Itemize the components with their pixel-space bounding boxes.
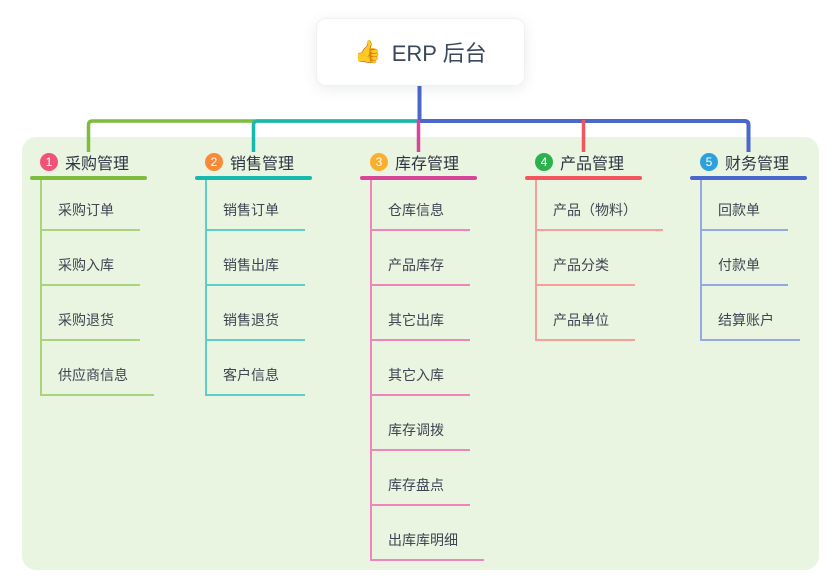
branch-number-badge: 3: [370, 153, 388, 171]
branch-title-node[interactable]: 1 采购管理: [40, 152, 210, 173]
child-node[interactable]: 产品分类: [537, 231, 635, 286]
branch-title-label: 产品管理: [560, 156, 625, 173]
thumbs-up-icon: 👍: [354, 39, 382, 64]
child-node[interactable]: 销售出库: [207, 231, 305, 286]
branch-5: 5 财务管理回款单付款单结算账户: [690, 152, 839, 341]
branch-title-underline: [360, 176, 477, 180]
child-node[interactable]: 其它出库: [372, 286, 470, 341]
branch-children: 销售订单销售出库销售退货客户信息: [205, 180, 375, 396]
branch-title-node[interactable]: 4 产品管理: [535, 152, 705, 173]
branch-title-label: 库存管理: [395, 156, 460, 173]
root-node[interactable]: 👍 ERP 后台: [316, 18, 525, 86]
branch-number-badge: 1: [40, 153, 58, 171]
child-node[interactable]: 客户信息: [207, 341, 305, 396]
branch-title-node[interactable]: 2 销售管理: [205, 152, 375, 173]
branch-children: 产品（物料）产品分类产品单位: [535, 180, 705, 341]
child-node[interactable]: 库存盘点: [372, 451, 470, 506]
child-node[interactable]: 结算账户: [702, 286, 800, 341]
branch-children: 回款单付款单结算账户: [700, 180, 839, 341]
branch-number-badge: 4: [535, 153, 553, 171]
branch-1: 1 采购管理采购订单采购入库采购退货供应商信息: [30, 152, 210, 396]
branch-number-badge: 5: [700, 153, 718, 171]
branch-title-label: 财务管理: [725, 156, 790, 173]
child-node[interactable]: 库存调拨: [372, 396, 470, 451]
child-node[interactable]: 仓库信息: [372, 180, 470, 231]
child-node[interactable]: 采购入库: [42, 231, 140, 286]
branch-children: 采购订单采购入库采购退货供应商信息: [40, 180, 210, 396]
child-node[interactable]: 产品库存: [372, 231, 470, 286]
child-node[interactable]: 产品单位: [537, 286, 635, 341]
branch-title-node[interactable]: 5 财务管理: [700, 152, 839, 173]
child-node[interactable]: 产品（物料）: [537, 180, 663, 231]
branch-title-underline: [690, 176, 807, 180]
branch-title-label: 采购管理: [65, 156, 130, 173]
child-node[interactable]: 销售订单: [207, 180, 305, 231]
branches-background-panel: [22, 137, 819, 570]
branch-number-badge: 2: [205, 153, 223, 171]
branch-2: 2 销售管理销售订单销售出库销售退货客户信息: [195, 152, 375, 396]
branch-children: 仓库信息产品库存其它出库其它入库库存调拨库存盘点出库库明细: [370, 180, 540, 561]
branch-title-node[interactable]: 3 库存管理: [370, 152, 540, 173]
child-node[interactable]: 其它入库: [372, 341, 470, 396]
child-node[interactable]: 出库库明细: [372, 506, 484, 561]
child-node[interactable]: 供应商信息: [42, 341, 154, 396]
root-title: ERP 后台: [391, 41, 487, 66]
branch-title-underline: [525, 176, 642, 180]
branch-title-underline: [30, 176, 147, 180]
child-node[interactable]: 采购订单: [42, 180, 140, 231]
branch-title-label: 销售管理: [230, 156, 295, 173]
child-node[interactable]: 回款单: [702, 180, 788, 231]
child-node[interactable]: 付款单: [702, 231, 788, 286]
branch-3: 3 库存管理仓库信息产品库存其它出库其它入库库存调拨库存盘点出库库明细: [360, 152, 540, 561]
branch-4: 4 产品管理产品（物料）产品分类产品单位: [525, 152, 705, 341]
child-node[interactable]: 采购退货: [42, 286, 140, 341]
branch-title-underline: [195, 176, 312, 180]
child-node[interactable]: 销售退货: [207, 286, 305, 341]
